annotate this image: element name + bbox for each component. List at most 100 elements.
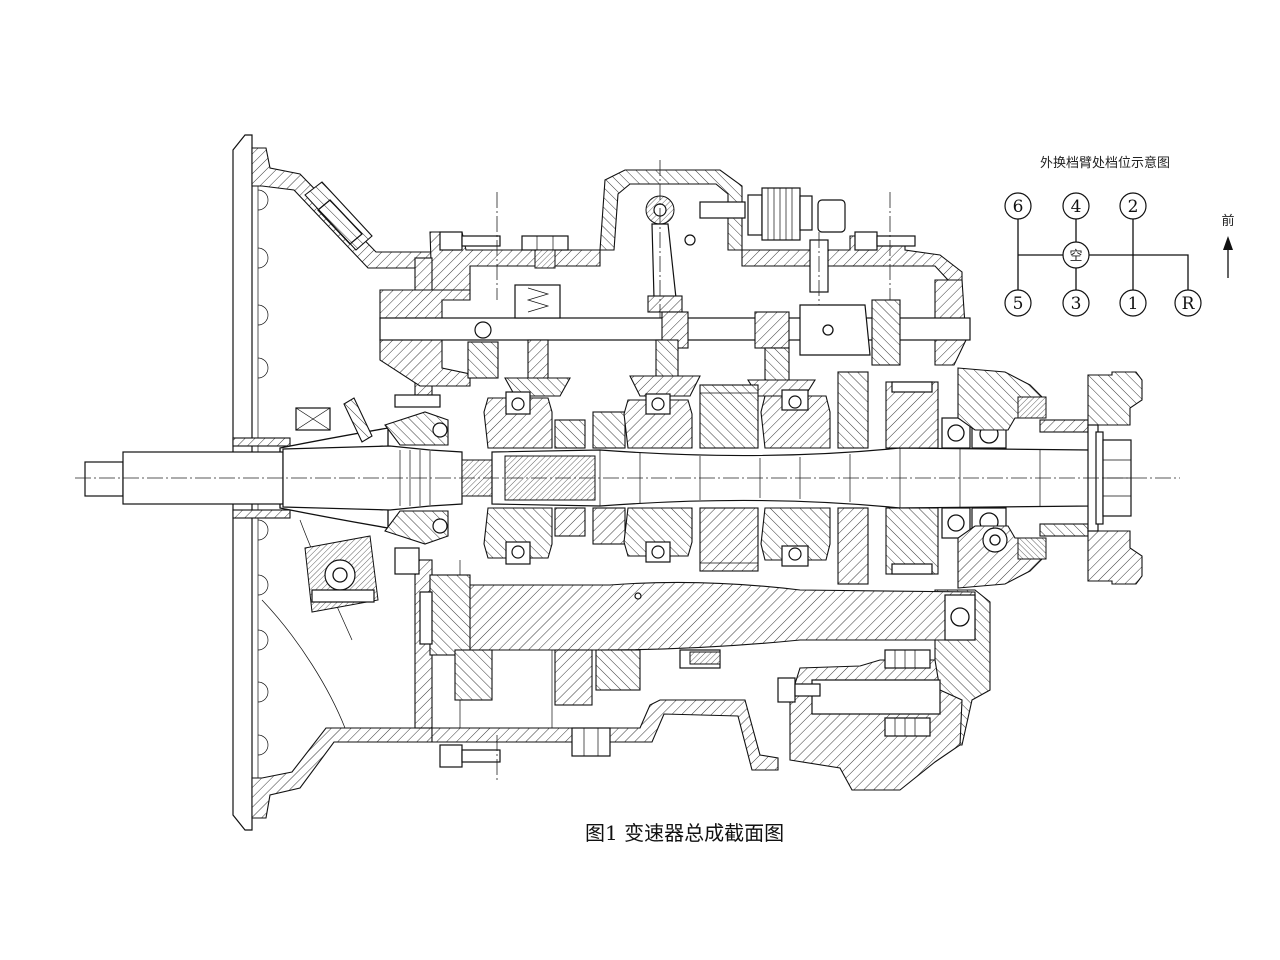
front-lower-bolt — [394, 547, 420, 575]
gear-position-2-label: 2 — [1128, 197, 1139, 217]
interlock-block — [514, 284, 561, 319]
detent-plug — [467, 341, 499, 379]
reverse-gear-mesh — [689, 651, 721, 665]
output-flange — [1087, 371, 1143, 426]
fork-1-arm — [527, 339, 549, 385]
bolt-head-rear-top — [854, 231, 878, 251]
countershaft-drive-gear — [429, 574, 471, 656]
neutral-position-circle — [1062, 241, 1090, 269]
gear-position-6-circle — [1004, 192, 1032, 220]
release-lever-pin — [317, 199, 363, 245]
rail-support-front-upper — [379, 289, 471, 319]
countershaft-gear-c — [595, 649, 641, 691]
countershaft-rear-bearing-ball — [950, 607, 970, 627]
front-bearing-ball-lower — [432, 518, 448, 534]
housing-lower-wall — [251, 727, 433, 819]
switch-cap — [799, 195, 813, 231]
reverse-bolt-shank — [794, 683, 821, 697]
shift-pattern-title: 外换档臂处档位示意图 — [1040, 155, 1170, 171]
input-seal-upper — [232, 437, 291, 447]
flange-hub — [1039, 419, 1089, 433]
gear-position-r-circle — [1174, 289, 1202, 317]
front-arrow-icon — [1223, 236, 1233, 250]
gear-position-5-circle — [1004, 289, 1032, 317]
switch-connector — [817, 199, 846, 233]
front-bearing-ball-upper — [432, 422, 448, 438]
shift-gate-lines — [1017, 219, 1189, 290]
detent-ball — [474, 321, 492, 339]
gear-position-5: 5 — [1004, 289, 1032, 317]
gear-position-6: 6 — [1004, 192, 1032, 220]
input-seal-lower — [232, 509, 291, 519]
oil-hole — [634, 592, 642, 600]
countershaft-gear-a — [454, 649, 493, 701]
gear-position-6-label: 6 — [1013, 197, 1024, 217]
lever-pin — [684, 234, 696, 246]
gear-3 — [699, 384, 759, 449]
shift-pattern-diagram: 外换档臂处档位示意图 6 4 2 空 5 3 1 — [1004, 155, 1235, 317]
interlock-spring — [526, 287, 550, 313]
fork-pivot — [324, 559, 356, 591]
shift-rail-assembly — [379, 284, 971, 397]
gear-position-4-circle — [1062, 192, 1090, 220]
bolt-head-mid-top — [521, 235, 569, 251]
gear-position-1-circle — [1119, 289, 1147, 317]
synchronizer-3-ring — [788, 395, 802, 409]
countershaft-front-bearing — [419, 591, 433, 645]
reverse-needle-upper-lines — [894, 650, 916, 668]
rear-bearing-housing-upper — [957, 367, 1143, 433]
reverse-idler-shaft — [811, 679, 941, 715]
gear-position-4-label: 4 — [1071, 197, 1082, 217]
shift-lever-arm — [651, 223, 677, 299]
case-top-rear — [741, 235, 963, 301]
synchronizer-1-ring — [511, 397, 525, 411]
gear-position-3: 3 — [1062, 289, 1090, 317]
drain-plug-lines — [583, 728, 599, 756]
switch-nut — [747, 194, 763, 236]
front-direction-label: 前 — [1221, 213, 1234, 229]
shift-block — [799, 304, 871, 356]
case-bolts — [439, 192, 916, 780]
gear-4 — [837, 371, 869, 449]
speedometer-plug — [982, 527, 1008, 553]
gear-position-r: R — [1174, 289, 1202, 317]
synchronizer-2 — [623, 399, 693, 449]
reverse-needle-lower-lines — [894, 718, 916, 736]
release-lever — [304, 181, 373, 251]
gear-5 — [885, 381, 939, 449]
mainshaft-gears-lower — [483, 507, 1007, 585]
rail-support-front-lower — [379, 339, 471, 387]
retainer-bolt — [343, 397, 373, 443]
bolt-shank-rear-top — [876, 235, 916, 247]
flange-bolt-holes — [257, 189, 269, 756]
front-bearing-cover-lower — [384, 510, 449, 545]
gear-hub-1 — [554, 419, 586, 449]
reverse-needle-lower — [884, 717, 931, 737]
neutral-position-label: 空 — [1069, 249, 1082, 264]
shift-block-pin — [822, 324, 834, 336]
gear-position-r-label: R — [1182, 294, 1196, 314]
gear-position-3-circle — [1062, 289, 1090, 317]
synchronizer-3 — [760, 395, 831, 449]
gear-position-2-circle — [1119, 192, 1147, 220]
synchronizer-2-ring — [651, 397, 665, 411]
figure-caption: 图1 变速器总成截面图 — [585, 821, 784, 845]
tower-bolt — [699, 201, 746, 219]
fork-bolt — [311, 589, 375, 603]
rail-support-rear — [871, 299, 901, 366]
input-shaft-pilot — [84, 461, 124, 497]
switch-body-lines — [767, 188, 793, 240]
neutral-position: 空 — [1062, 241, 1090, 269]
bolt-head-front-top — [439, 231, 463, 251]
countershaft-gear-b — [554, 649, 593, 706]
oil-seal — [1017, 396, 1047, 419]
countershaft-rear-bearing — [944, 594, 976, 641]
shift-tower-wall — [599, 169, 743, 251]
countershaft-body — [429, 581, 976, 651]
gear-position-3-label: 3 — [1071, 294, 1082, 314]
fork-3-arm — [764, 347, 790, 385]
gear-position-4: 4 — [1062, 192, 1090, 220]
housing-inner-curve — [261, 599, 346, 729]
fork-3-collar — [754, 311, 790, 349]
